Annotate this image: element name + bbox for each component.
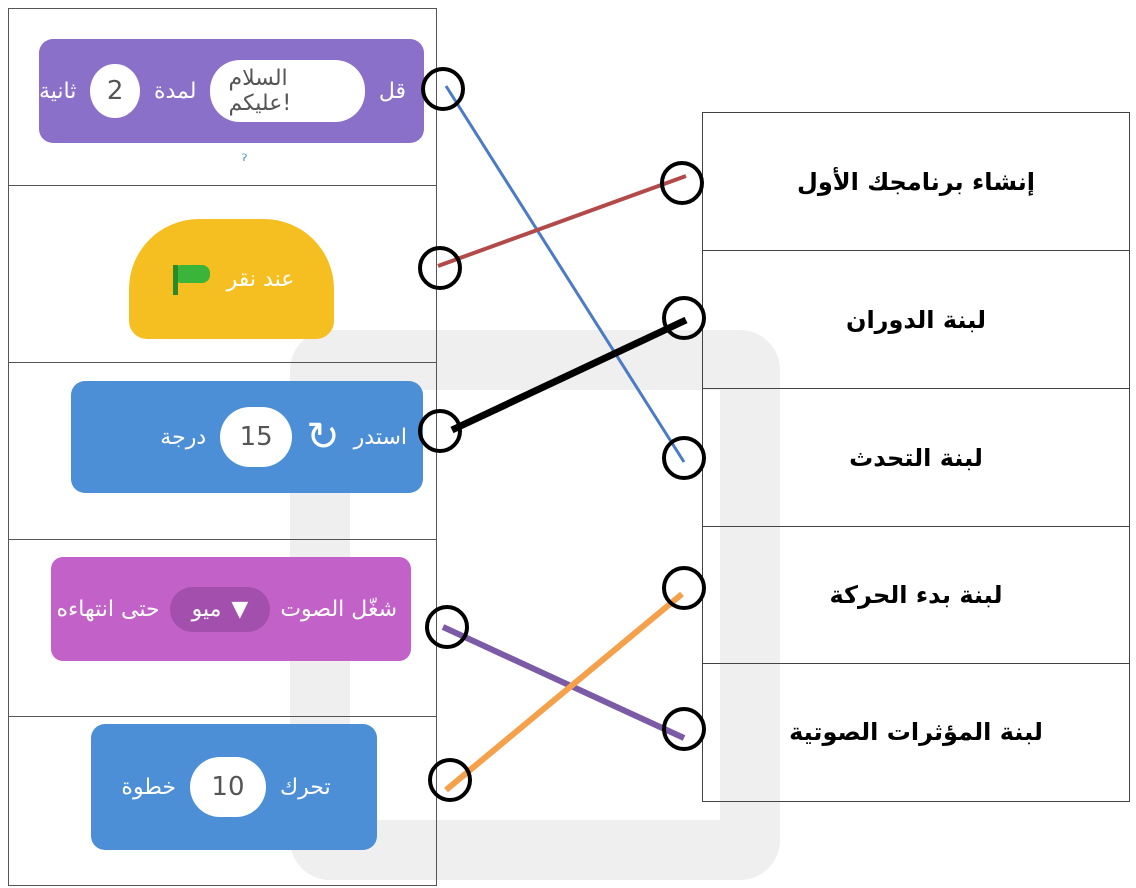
connector-circle-right-4: [662, 566, 706, 610]
cell-when-flag: عند نقر: [9, 186, 436, 363]
say-seconds: 2: [90, 64, 140, 118]
when-flag-block: عند نقر: [129, 219, 334, 339]
label-rotation-block: لبنة الدوران: [703, 251, 1129, 389]
play-sound-suffix: حتى انتهاءه: [56, 596, 160, 622]
label-sound-effects-block: لبنة المؤثرات الصوتية: [789, 717, 1043, 746]
connection-play-sound: [441, 624, 686, 741]
turn-block: استدر ↻ 15 درجة: [71, 381, 423, 493]
say-verb: قل: [378, 78, 406, 104]
move-block: تحرك 10 خطوة: [91, 724, 377, 850]
say-duration-word: لمدة: [153, 78, 197, 104]
turn-degrees: 15: [220, 407, 293, 467]
connector-circle-left-5: [428, 758, 472, 802]
connector-circle-right-5: [662, 707, 706, 751]
say-message: السلام عليكم!: [210, 60, 365, 122]
say-block: قل السلام عليكم! لمدة 2 ثانية: [39, 39, 424, 143]
turn-unit: درجة: [160, 424, 207, 450]
cell-say: قل السلام عليكم! لمدة 2 ثانية ˀ: [9, 9, 436, 186]
say-unit: ثانية: [39, 78, 77, 104]
cell-play-sound: شغّل الصوت ميو ▼ حتى انتهاءه: [9, 540, 436, 717]
green-flag-icon: [169, 263, 213, 295]
connection-say: [444, 85, 686, 463]
connection-when-flag: [437, 174, 687, 268]
connection-turn: [450, 316, 688, 434]
connection-move: [444, 591, 684, 793]
cell-move: تحرك 10 خطوة: [9, 717, 436, 885]
connector-circle-right-1: [660, 161, 704, 205]
move-verb: تحرك: [279, 774, 331, 800]
labels-table: إنشاء برنامجك الأول لبنة الدوران لبنة ال…: [702, 112, 1130, 802]
sound-name: ميو: [191, 596, 222, 622]
cell-turn: استدر ↻ 15 درجة: [9, 363, 436, 540]
play-sound-verb: شغّل الصوت: [280, 596, 397, 622]
label-motion-start-block: لبنة بدء الحركة: [703, 526, 1129, 664]
label-speech-block: لبنة التحدث: [703, 389, 1129, 527]
connector-circle-left-3: [418, 409, 462, 453]
move-unit: خطوة: [121, 774, 176, 800]
connector-circle-left-4: [425, 605, 469, 649]
scratch-blocks-column: قل السلام عليكم! لمدة 2 ثانية ˀ عند نقر …: [8, 8, 437, 886]
connector-circle-right-2: [662, 296, 706, 340]
connector-circle-right-3: [662, 436, 706, 480]
dropdown-arrow-icon: ▼: [231, 596, 249, 622]
move-steps: 10: [189, 757, 266, 817]
connector-circle-left-1: [421, 67, 465, 111]
play-sound-block: شغّل الصوت ميو ▼ حتى انتهاءه: [51, 557, 411, 661]
label-create-first-program: إنشاء برنامجك الأول: [703, 113, 1129, 251]
cursor-mark: ˀ: [241, 151, 248, 172]
turn-verb: استدر: [353, 424, 407, 450]
connector-circle-left-2: [418, 246, 462, 290]
when-flag-label: عند نقر: [226, 266, 295, 292]
rotate-clockwise-icon: ↻: [306, 414, 340, 460]
sound-dropdown: ميو ▼: [169, 586, 271, 632]
